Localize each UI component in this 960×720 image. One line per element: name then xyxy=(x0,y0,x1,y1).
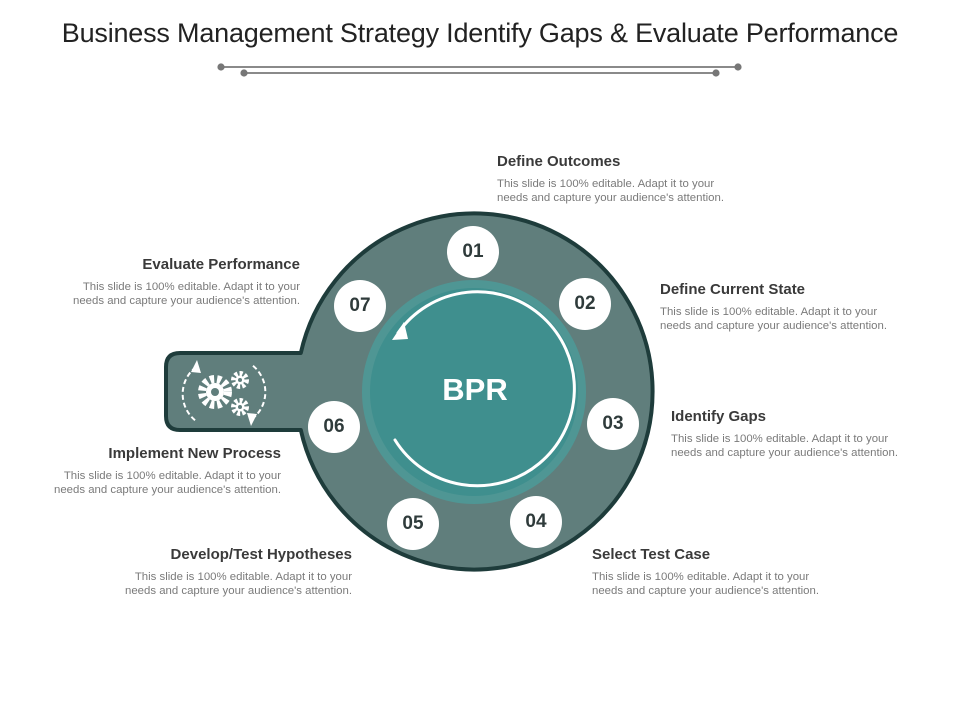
gears-cycle-icon xyxy=(181,360,267,426)
step-06-desc: This slide is 100% editable. Adapt it to… xyxy=(54,470,281,496)
step-06-title: Implement New Process xyxy=(108,445,281,462)
step-05-desc: This slide is 100% editable. Adapt it to… xyxy=(125,571,352,597)
step-07-desc: This slide is 100% editable. Adapt it to… xyxy=(73,281,300,307)
step-badge-07: 07 xyxy=(334,280,386,332)
hub-circle xyxy=(370,288,578,496)
step-badge-04: 04 xyxy=(510,496,562,548)
step-02-text: Define Current State This slide is 100% … xyxy=(660,281,930,333)
step-03-desc: This slide is 100% editable. Adapt it to… xyxy=(671,433,898,459)
page-title: Business Management Strategy Identify Ga… xyxy=(61,18,899,48)
center-label: BPR xyxy=(442,372,508,407)
step-02-title: Define Current State xyxy=(660,281,806,298)
step-badge-05: 05 xyxy=(387,498,439,550)
step-01-title: Define Outcomes xyxy=(497,153,621,170)
step-01-desc: This slide is 100% editable. Adapt it to… xyxy=(497,178,724,204)
step-07-title: Evaluate Performance xyxy=(142,256,300,273)
step-04-text: Select Test Case This slide is 100% edit… xyxy=(592,546,862,598)
step-07-text: Evaluate Performance This slide is 100% … xyxy=(30,256,300,308)
step-badge-06: 06 xyxy=(308,401,360,453)
step-03-text: Identify Gaps This slide is 100% editabl… xyxy=(671,408,941,460)
step-06-text: Implement New Process This slide is 100%… xyxy=(11,445,281,497)
step-badge-03: 03 xyxy=(587,398,639,450)
step-02-desc: This slide is 100% editable. Adapt it to… xyxy=(660,306,887,332)
step-05-title: Develop/Test Hypotheses xyxy=(170,546,352,563)
step-05-text: Develop/Test Hypotheses This slide is 10… xyxy=(82,546,352,598)
step-04-title: Select Test Case xyxy=(592,546,711,563)
step-01-text: Define Outcomes This slide is 100% edita… xyxy=(497,153,767,205)
cycle-arrow-icon xyxy=(392,290,576,488)
step-badge-01: 01 xyxy=(447,226,499,278)
title-divider xyxy=(217,63,742,77)
step-badge-02: 02 xyxy=(559,278,611,330)
step-04-desc: This slide is 100% editable. Adapt it to… xyxy=(592,571,819,597)
step-03-title: Identify Gaps xyxy=(671,408,767,425)
